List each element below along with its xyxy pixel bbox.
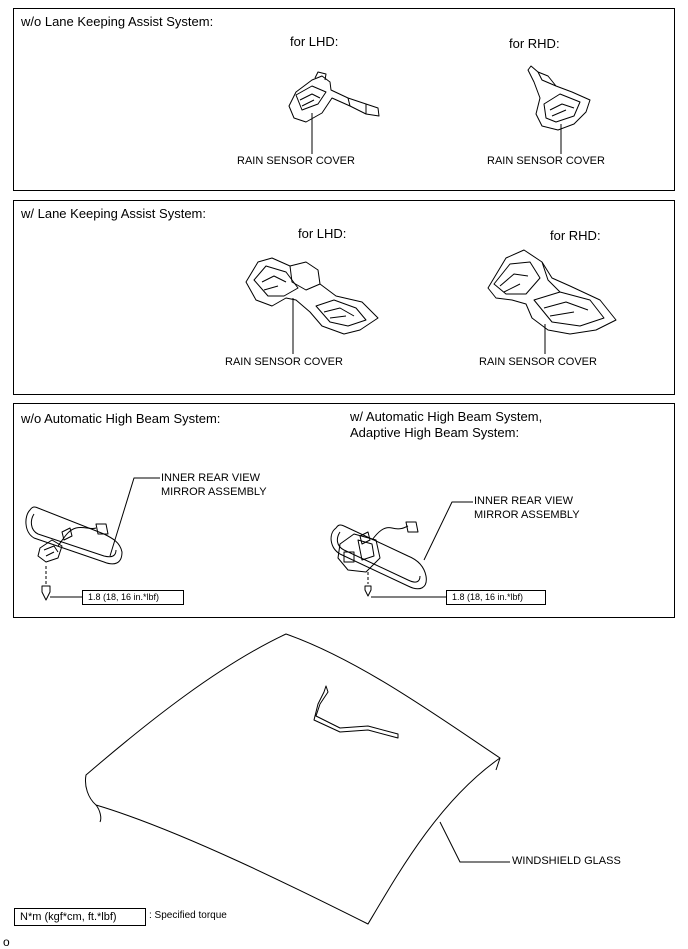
panel2-title: w/ Lane Keeping Assist System: [21, 206, 206, 221]
rain-sensor-cover-rhd-large [487, 249, 617, 335]
right-mirror-label-line1: INNER REAR VIEW [474, 495, 574, 507]
legend-torque-unit-box: N*m (kgf*cm, ft.*lbf) [14, 908, 146, 926]
right-torque-spec: 1.8 (18, 16 in.*lbf) [446, 590, 546, 605]
panel1-rhd-label: for RHD: [509, 36, 560, 51]
screw-icon [41, 585, 51, 601]
panel2-lhd-label: for LHD: [298, 226, 347, 241]
inner-rear-view-mirror-left [25, 506, 123, 565]
panel-without-lane-keeping [13, 8, 675, 191]
panel1-lhd-part-label: RAIN SENSOR COVER [237, 155, 355, 167]
leader-line [423, 501, 473, 561]
panel3-right-title-line1: w/ Automatic High Beam System, [350, 409, 543, 424]
left-torque-spec: 1.8 (18, 16 in.*lbf) [82, 590, 184, 605]
leader-line [439, 821, 510, 863]
leader-line [109, 477, 160, 557]
panel1-title: w/o Lane Keeping Assist System: [21, 14, 214, 29]
left-mirror-label-line1: INNER REAR VIEW [161, 472, 261, 484]
rain-sensor-cover-lhd-small [288, 71, 380, 123]
rain-sensor-cover-lhd-large [245, 257, 379, 335]
panel2-lhd-part-label: RAIN SENSOR COVER [225, 356, 343, 368]
panel1-rhd-part-label: RAIN SENSOR COVER [487, 155, 605, 167]
panel3-left-title: w/o Automatic High Beam System: [21, 411, 221, 426]
windshield-glass-label: WINDSHIELD GLASS [512, 855, 621, 867]
footer-mark: o [3, 935, 10, 949]
left-mirror-label-line2: MIRROR ASSEMBLY [161, 486, 267, 498]
screw-icon [364, 585, 372, 597]
right-mirror-label-line2: MIRROR ASSEMBLY [474, 509, 580, 521]
panel2-rhd-label: for RHD: [550, 228, 601, 243]
panel2-rhd-part-label: RAIN SENSOR COVER [479, 356, 597, 368]
windshield-glass-illustration [85, 633, 501, 925]
inner-rear-view-mirror-right [330, 521, 427, 590]
panel3-right-title-line2: Adaptive High Beam System: [350, 425, 520, 440]
panel-high-beam [13, 403, 675, 618]
legend-torque-meaning: : Specified torque [149, 910, 227, 921]
rain-sensor-cover-rhd-small [527, 65, 591, 131]
panel1-lhd-label: for LHD: [290, 34, 339, 49]
